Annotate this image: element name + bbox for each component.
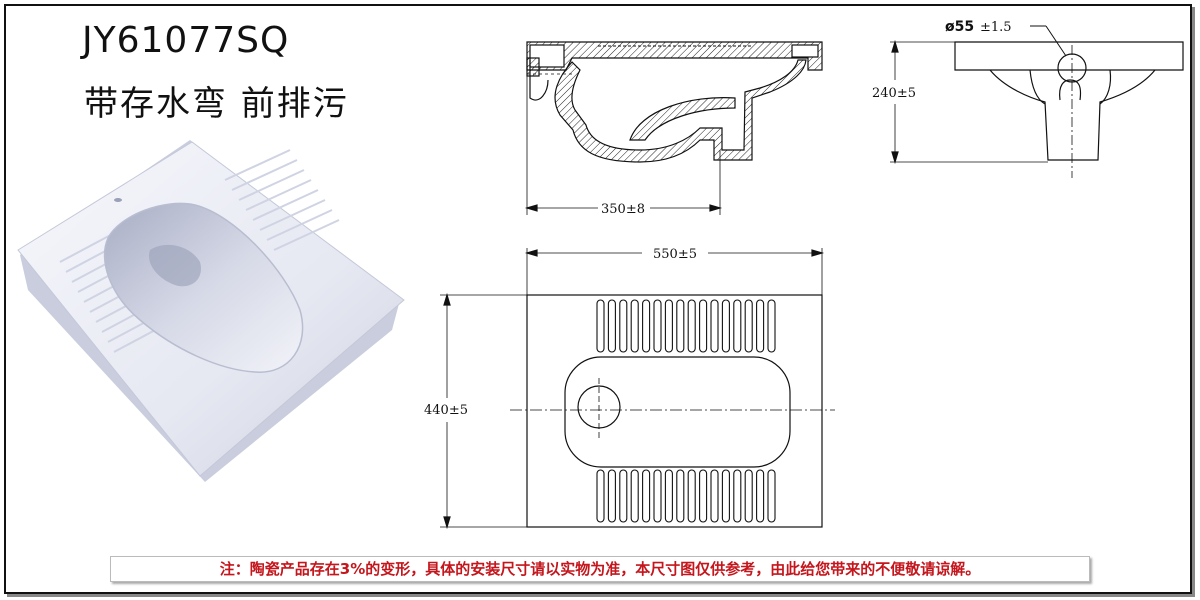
product-photo <box>17 140 405 482</box>
foot-rib <box>619 469 628 523</box>
foot-rib <box>687 469 696 523</box>
foot-rib <box>744 299 753 353</box>
foot-ribs-bottom <box>596 469 776 523</box>
foot-rib <box>699 469 708 523</box>
foot-rib <box>630 299 639 353</box>
foot-rib <box>653 299 662 353</box>
product-subtitle: 带存水弯 前排污 <box>84 84 349 124</box>
foot-rib <box>607 299 616 353</box>
foot-rib <box>756 299 765 353</box>
foot-rib <box>642 469 651 523</box>
foot-rib <box>744 469 753 523</box>
foot-rib <box>710 469 719 523</box>
foot-rib <box>676 469 685 523</box>
front-view <box>890 25 1184 178</box>
disclaimer-note: 注：陶瓷产品存在3%的变形，具体的安装尺寸请以实物为准，本尺寸图仅供参考，由此给… <box>110 556 1090 582</box>
foot-rib <box>733 469 742 523</box>
foot-rib <box>653 469 662 523</box>
logo-mark <box>114 198 122 202</box>
foot-rib <box>687 299 696 353</box>
side-section-view <box>524 41 823 215</box>
foot-rib <box>767 299 776 353</box>
dimension-length-side: 350±8 <box>601 202 645 217</box>
foot-rib <box>733 299 742 353</box>
foot-rib <box>596 299 605 353</box>
dimension-outlet-diameter: ø55 <box>945 19 974 35</box>
foot-rib <box>721 299 730 353</box>
foot-rib <box>642 299 651 353</box>
dimension-width-top: 550±5 <box>653 247 697 262</box>
foot-rib <box>619 299 628 353</box>
foot-rib <box>767 469 776 523</box>
foot-rib <box>664 469 673 523</box>
foot-rib <box>710 299 719 353</box>
foot-rib <box>699 299 708 353</box>
dimension-height-front: 240±5 <box>872 86 916 101</box>
foot-rib <box>676 299 685 353</box>
dimension-outlet-tolerance: ±1.5 <box>980 20 1012 35</box>
model-number: JY61077SQ <box>82 20 290 61</box>
foot-rib <box>664 299 673 353</box>
foot-rib <box>596 469 605 523</box>
foot-rib <box>630 469 639 523</box>
foot-rib <box>607 469 616 523</box>
foot-ribs-top <box>596 299 776 353</box>
top-view <box>440 248 835 530</box>
foot-rib <box>721 469 730 523</box>
foot-rib <box>756 469 765 523</box>
dimension-length-top: 440±5 <box>424 403 468 418</box>
